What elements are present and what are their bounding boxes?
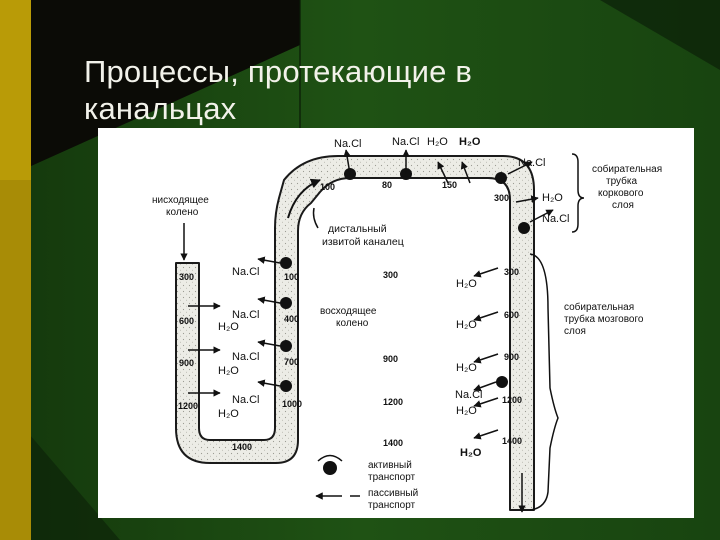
active-transport-duct-2 bbox=[518, 209, 554, 234]
label-distal-2: извитой каналец bbox=[322, 236, 404, 248]
label-h2o-duct-4: H₂O bbox=[456, 405, 477, 417]
label-ascending-2: колено bbox=[336, 318, 369, 329]
value-asc-1000: 1000 bbox=[282, 399, 302, 409]
value-top-80: 80 bbox=[382, 180, 392, 190]
value-mid-900: 900 bbox=[383, 354, 398, 364]
label-cortical-2: трубка bbox=[606, 175, 637, 187]
value-duct-1400: 1400 bbox=[502, 436, 522, 446]
value-top-150: 150 bbox=[442, 180, 457, 190]
value-desc-600: 600 bbox=[179, 316, 194, 326]
dark-corner-shape bbox=[0, 0, 300, 180]
value-asc-400: 400 bbox=[284, 314, 299, 324]
flow-arrow-top bbox=[287, 178, 321, 219]
active-transport-duct-top bbox=[495, 161, 533, 184]
passive-arrow-top-2 bbox=[460, 161, 471, 184]
label-h2o-duct-5: H₂O bbox=[460, 447, 482, 459]
label-descending-2: колено bbox=[166, 207, 199, 218]
label-ascending-1: восходящее bbox=[320, 306, 377, 317]
value-bottom-1400: 1400 bbox=[232, 442, 252, 452]
passive-arrow-duct-5 bbox=[473, 397, 499, 408]
label-nacl-1: Na.Cl bbox=[232, 266, 260, 278]
value-duct-600: 600 bbox=[504, 310, 519, 320]
nephron-diagram: Na.Cl Na.Cl H₂O H₂O нисходящее колено ди… bbox=[98, 128, 694, 518]
label-top-h2o-a: H₂O bbox=[427, 136, 448, 148]
active-transport-top-2 bbox=[400, 149, 412, 180]
value-desc-300: 300 bbox=[179, 272, 194, 282]
active-transport-asc-3 bbox=[257, 339, 292, 352]
label-duct-nacl-top: Na.Cl bbox=[518, 157, 546, 169]
value-top-100: 100 bbox=[320, 182, 335, 192]
value-mid-300: 300 bbox=[383, 270, 398, 280]
label-cortical-3: коркового bbox=[598, 188, 644, 199]
active-transport-top-1 bbox=[343, 149, 356, 180]
active-transport-duct-low bbox=[473, 376, 508, 392]
legend-active-mark bbox=[317, 454, 343, 475]
label-h2o-desc-3: H₂O bbox=[218, 408, 239, 420]
value-asc-100: 100 bbox=[284, 272, 299, 282]
value-top-300: 300 bbox=[494, 193, 509, 203]
label-medullary-3: слоя bbox=[564, 326, 586, 337]
label-nacl-4: Na.Cl bbox=[232, 394, 260, 406]
value-duct-300: 300 bbox=[504, 267, 519, 277]
label-h2o-duct-3: H₂O bbox=[456, 362, 477, 374]
label-nacl-2: Na.Cl bbox=[232, 309, 260, 321]
label-duct-h2o-top: H₂O bbox=[542, 192, 563, 204]
value-mid-1200: 1200 bbox=[383, 397, 403, 407]
medullary-brace bbox=[529, 253, 559, 511]
cortical-brace bbox=[571, 153, 585, 233]
label-cortical-1: собирательная bbox=[592, 163, 662, 175]
value-desc-1200: 1200 bbox=[178, 401, 198, 411]
value-duct-1200: 1200 bbox=[502, 395, 522, 405]
value-asc-700: 700 bbox=[284, 357, 299, 367]
slide-title-line-1: Процессы, протекающие в bbox=[84, 54, 473, 89]
label-medullary-2: трубка мозгового bbox=[564, 313, 644, 325]
value-mid-1400: 1400 bbox=[383, 438, 403, 448]
passive-arrow-duct-1 bbox=[515, 195, 539, 203]
legend-passive-1: пассивный bbox=[368, 488, 418, 499]
legend-active-2: транспорт bbox=[368, 472, 416, 483]
active-transport-asc-1 bbox=[257, 256, 292, 269]
value-desc-900: 900 bbox=[179, 358, 194, 368]
label-top-nacl-mid: Na.Cl bbox=[392, 136, 420, 148]
passive-arrow-top-1 bbox=[437, 161, 449, 184]
label-descending-1: нисходящее bbox=[152, 195, 209, 206]
label-duct-nacl-bottom: Na.Cl bbox=[542, 213, 570, 225]
accent-bar-lower bbox=[0, 180, 31, 540]
legend-passive-2: транспорт bbox=[368, 500, 416, 511]
legend-active-1: активный bbox=[368, 460, 412, 471]
passive-arrow-duct-6 bbox=[473, 429, 499, 440]
passive-arrow-duct-2 bbox=[473, 267, 499, 278]
distal-pointer bbox=[312, 207, 319, 229]
label-top-nacl-left: Na.Cl bbox=[334, 138, 362, 150]
label-nacl-3: Na.Cl bbox=[232, 351, 260, 363]
value-duct-900: 900 bbox=[504, 352, 519, 362]
label-h2o-duct-1: H₂O bbox=[456, 278, 477, 290]
passive-arrow-duct-4 bbox=[473, 353, 499, 364]
label-top-h2o-b: H₂O bbox=[459, 136, 481, 148]
slide-title-line-2: канальцах bbox=[84, 91, 237, 126]
label-h2o-duct-2: H₂O bbox=[456, 319, 477, 331]
label-distal-1: дистальный bbox=[328, 223, 387, 235]
active-transport-asc-4 bbox=[257, 379, 292, 392]
active-transport-asc-2 bbox=[257, 296, 292, 309]
label-cortical-4: слоя bbox=[612, 200, 634, 211]
label-medullary-1: собирательная bbox=[564, 301, 634, 313]
dark-corner-right bbox=[600, 0, 720, 70]
label-nacl-duct-low: Na.Cl bbox=[455, 389, 483, 401]
passive-arrow-duct-3 bbox=[473, 311, 499, 322]
label-h2o-desc-2: H₂O bbox=[218, 365, 239, 377]
label-h2o-desc-1: H₂O bbox=[218, 321, 239, 333]
